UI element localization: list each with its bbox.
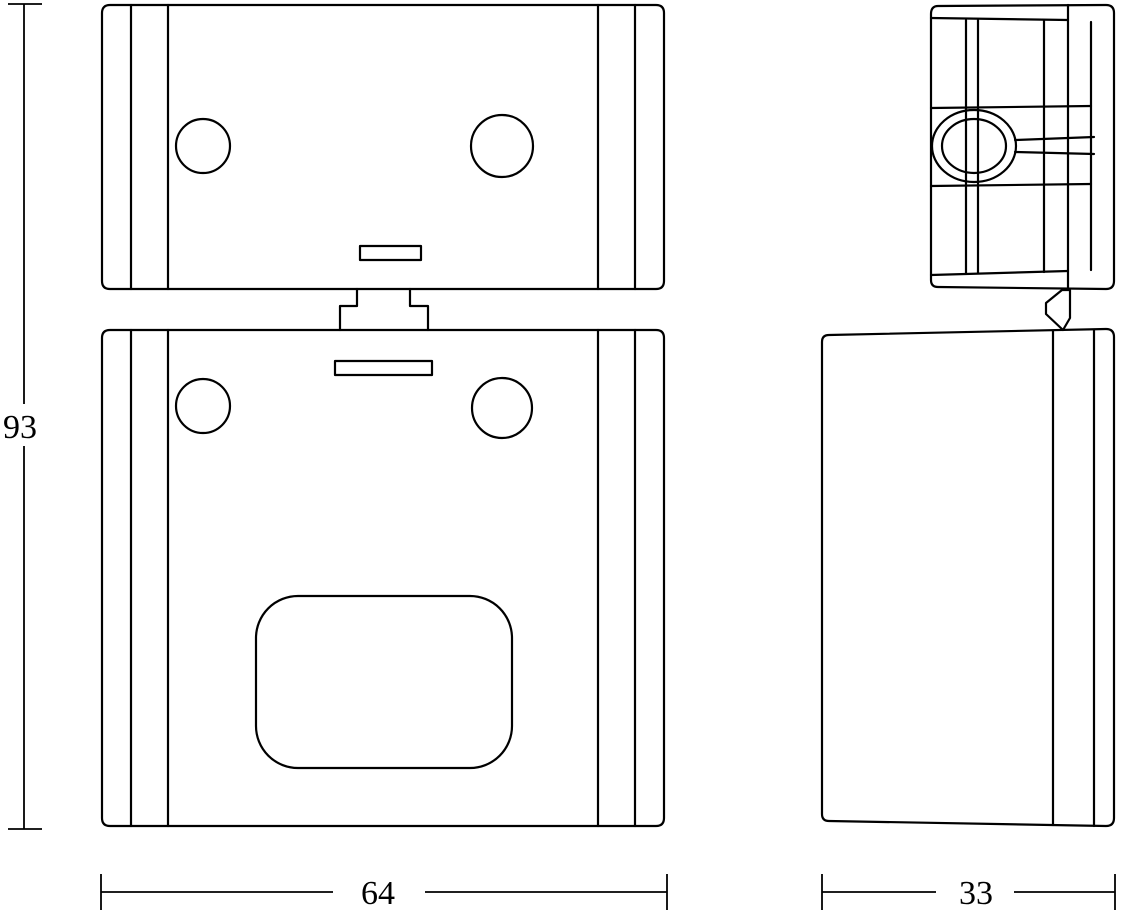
- depth-dimension: 33: [821, 874, 1116, 912]
- front-upper-left-hole: [174, 117, 232, 175]
- side-upper-cross-1: [929, 104, 1093, 110]
- width-dimension: 64: [100, 874, 668, 912]
- side-upper-top-rail: [929, 16, 1070, 22]
- front-upper-right-hole: [469, 113, 535, 179]
- front-lower-slot: [333, 359, 434, 377]
- side-upper-clip: [929, 3, 1116, 291]
- side-upper-lever-top: [1013, 135, 1096, 142]
- side-upper-cross-2: [929, 182, 1093, 188]
- side-upper-bottom-rail: [929, 269, 1070, 277]
- front-lower-block: [100, 328, 666, 828]
- front-lower-left-hole: [174, 377, 232, 435]
- height-dim-label: 93: [3, 409, 37, 446]
- depth-dim-label: 33: [959, 875, 993, 912]
- front-lower-outline: [100, 328, 666, 828]
- front-lower-window: [254, 594, 514, 770]
- side-upper-hub-outer: [930, 108, 1018, 184]
- width-dim-label: 64: [361, 875, 395, 912]
- side-upper-outline: [929, 3, 1116, 291]
- front-upper-block: [100, 3, 666, 291]
- height-dimension: 93: [3, 3, 42, 830]
- front-lower-right-hole: [470, 376, 534, 440]
- front-upper-outline: [100, 3, 666, 291]
- front-connector-tab: [338, 287, 430, 332]
- side-lower-outline: [820, 327, 1116, 828]
- front-upper-slot: [358, 244, 423, 262]
- side-upper-hub-inner: [940, 117, 1008, 175]
- side-upper-lever-bottom: [1013, 150, 1096, 156]
- side-view: [820, 3, 1116, 828]
- side-latch: [1044, 288, 1072, 332]
- front-view: [100, 3, 666, 828]
- side-lower-body: [820, 327, 1116, 828]
